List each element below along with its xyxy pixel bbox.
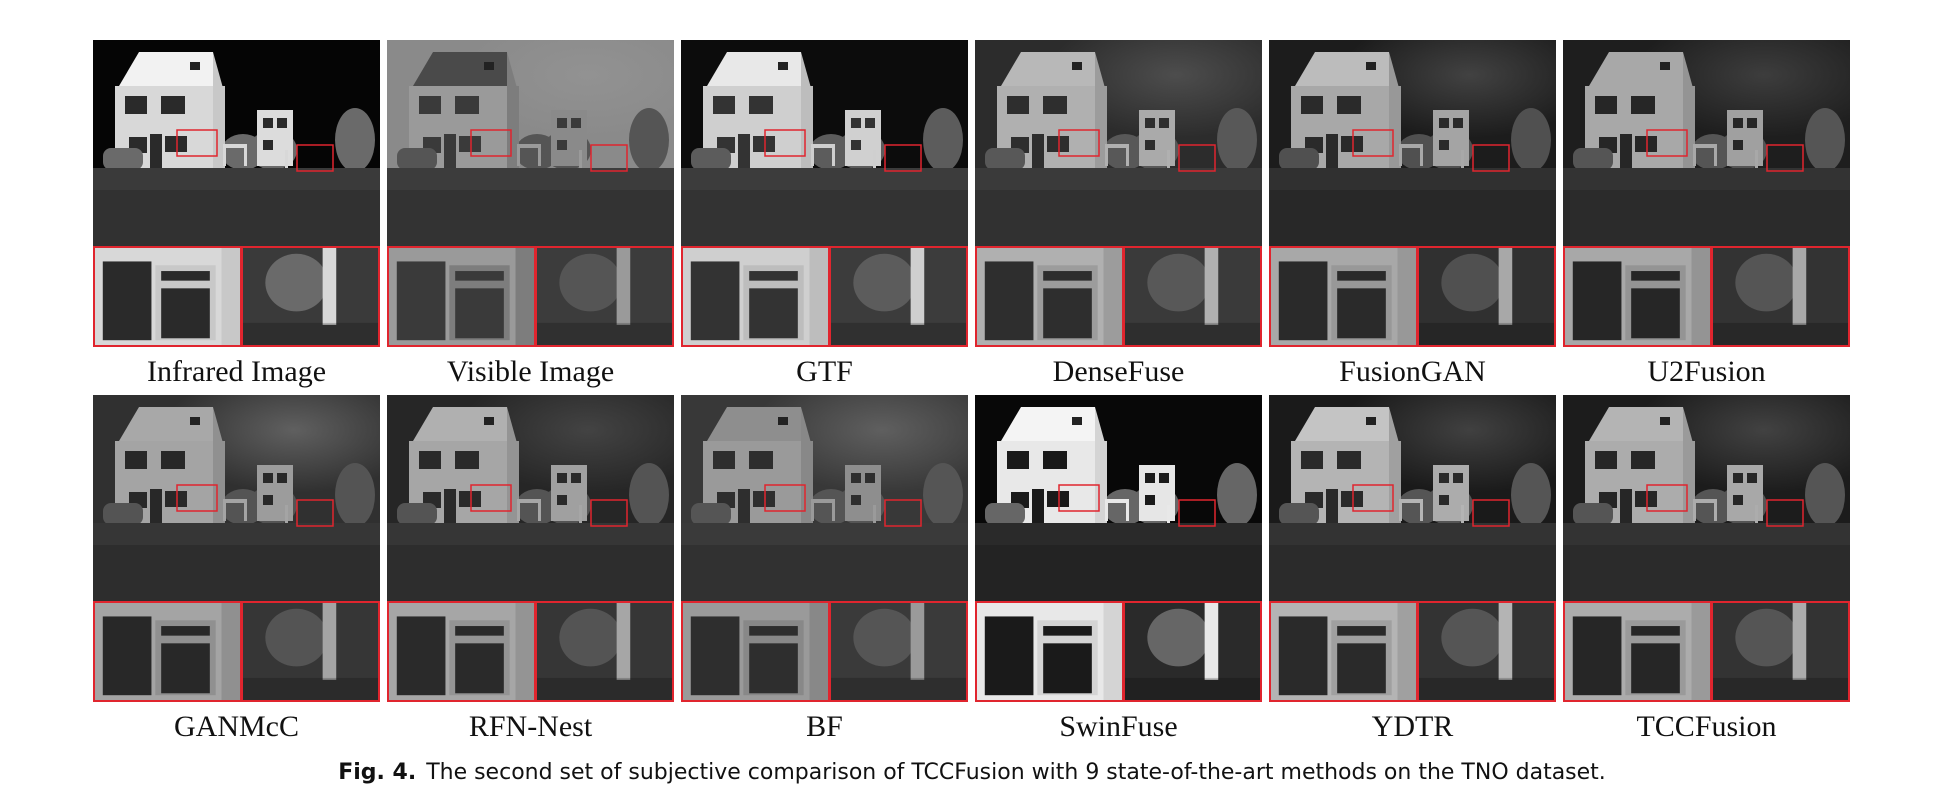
result-image bbox=[975, 395, 1262, 702]
zoom-inset-window bbox=[93, 246, 242, 347]
zoom-inset-window bbox=[1563, 246, 1712, 347]
zoom-inset-fence bbox=[535, 601, 674, 702]
zoom-inset-window bbox=[1269, 246, 1418, 347]
result-image bbox=[387, 40, 674, 347]
method-label: BF bbox=[806, 710, 843, 743]
figure-cell: GANMcC bbox=[93, 395, 380, 750]
figure-cell: FusionGAN bbox=[1269, 40, 1556, 395]
figure-grid: Infrared Image bbox=[93, 40, 1850, 750]
zoom-inset-fence bbox=[1417, 246, 1556, 347]
result-image bbox=[1269, 395, 1556, 702]
result-image bbox=[1563, 395, 1850, 702]
method-label: DenseFuse bbox=[1052, 355, 1185, 388]
caption-text: The second set of subjective comparison … bbox=[426, 760, 1606, 785]
result-image bbox=[681, 395, 968, 702]
zoom-inset-window bbox=[975, 246, 1124, 347]
zoom-inset-fence bbox=[241, 601, 380, 702]
figure-cell: TCCFusion bbox=[1563, 395, 1850, 750]
zoom-inset-fence bbox=[829, 246, 968, 347]
figure-cell: Infrared Image bbox=[93, 40, 380, 395]
zoom-inset-window bbox=[387, 601, 536, 702]
figure-cell: DenseFuse bbox=[975, 40, 1262, 395]
figure-cell: YDTR bbox=[1269, 395, 1556, 750]
figure-cell: RFN-Nest bbox=[387, 395, 674, 750]
zoom-inset-fence bbox=[241, 246, 380, 347]
zoom-inset-window bbox=[975, 601, 1124, 702]
figure-caption: Fig. 4. The second set of subjective comp… bbox=[0, 760, 1944, 785]
figure-cell: BF bbox=[681, 395, 968, 750]
method-label: GANMcC bbox=[174, 710, 299, 743]
method-label: U2Fusion bbox=[1647, 355, 1766, 388]
zoom-inset-fence bbox=[535, 246, 674, 347]
result-image bbox=[93, 395, 380, 702]
zoom-inset-window bbox=[387, 246, 536, 347]
method-label: YDTR bbox=[1371, 710, 1454, 743]
figure-cell: U2Fusion bbox=[1563, 40, 1850, 395]
method-label: Visible Image bbox=[446, 355, 615, 388]
result-image bbox=[93, 40, 380, 347]
zoom-inset-fence bbox=[829, 601, 968, 702]
zoom-inset-window bbox=[1563, 601, 1712, 702]
method-label: RFN-Nest bbox=[468, 710, 593, 743]
figure-cell: Visible Image bbox=[387, 40, 674, 395]
result-image bbox=[387, 395, 674, 702]
zoom-inset-window bbox=[681, 246, 830, 347]
method-label: TCCFusion bbox=[1636, 710, 1777, 743]
zoom-inset-fence bbox=[1417, 601, 1556, 702]
zoom-inset-window bbox=[1269, 601, 1418, 702]
result-image bbox=[1563, 40, 1850, 347]
zoom-inset-fence bbox=[1123, 601, 1262, 702]
zoom-inset-window bbox=[681, 601, 830, 702]
result-image bbox=[681, 40, 968, 347]
method-label: SwinFuse bbox=[1059, 710, 1178, 743]
method-label: GTF bbox=[796, 355, 853, 388]
caption-number: Fig. 4. bbox=[338, 760, 417, 785]
figure-row-2: GANMcC bbox=[93, 395, 1850, 750]
figure-row-1: Infrared Image bbox=[93, 40, 1850, 395]
result-image bbox=[975, 40, 1262, 347]
result-image bbox=[1269, 40, 1556, 347]
figure-cell: SwinFuse bbox=[975, 395, 1262, 750]
zoom-inset-fence bbox=[1711, 601, 1850, 702]
zoom-inset-window bbox=[93, 601, 242, 702]
method-label: FusionGAN bbox=[1339, 355, 1486, 388]
method-label: Infrared Image bbox=[146, 355, 327, 388]
zoom-inset-fence bbox=[1711, 246, 1850, 347]
figure-cell: GTF bbox=[681, 40, 968, 395]
zoom-inset-fence bbox=[1123, 246, 1262, 347]
